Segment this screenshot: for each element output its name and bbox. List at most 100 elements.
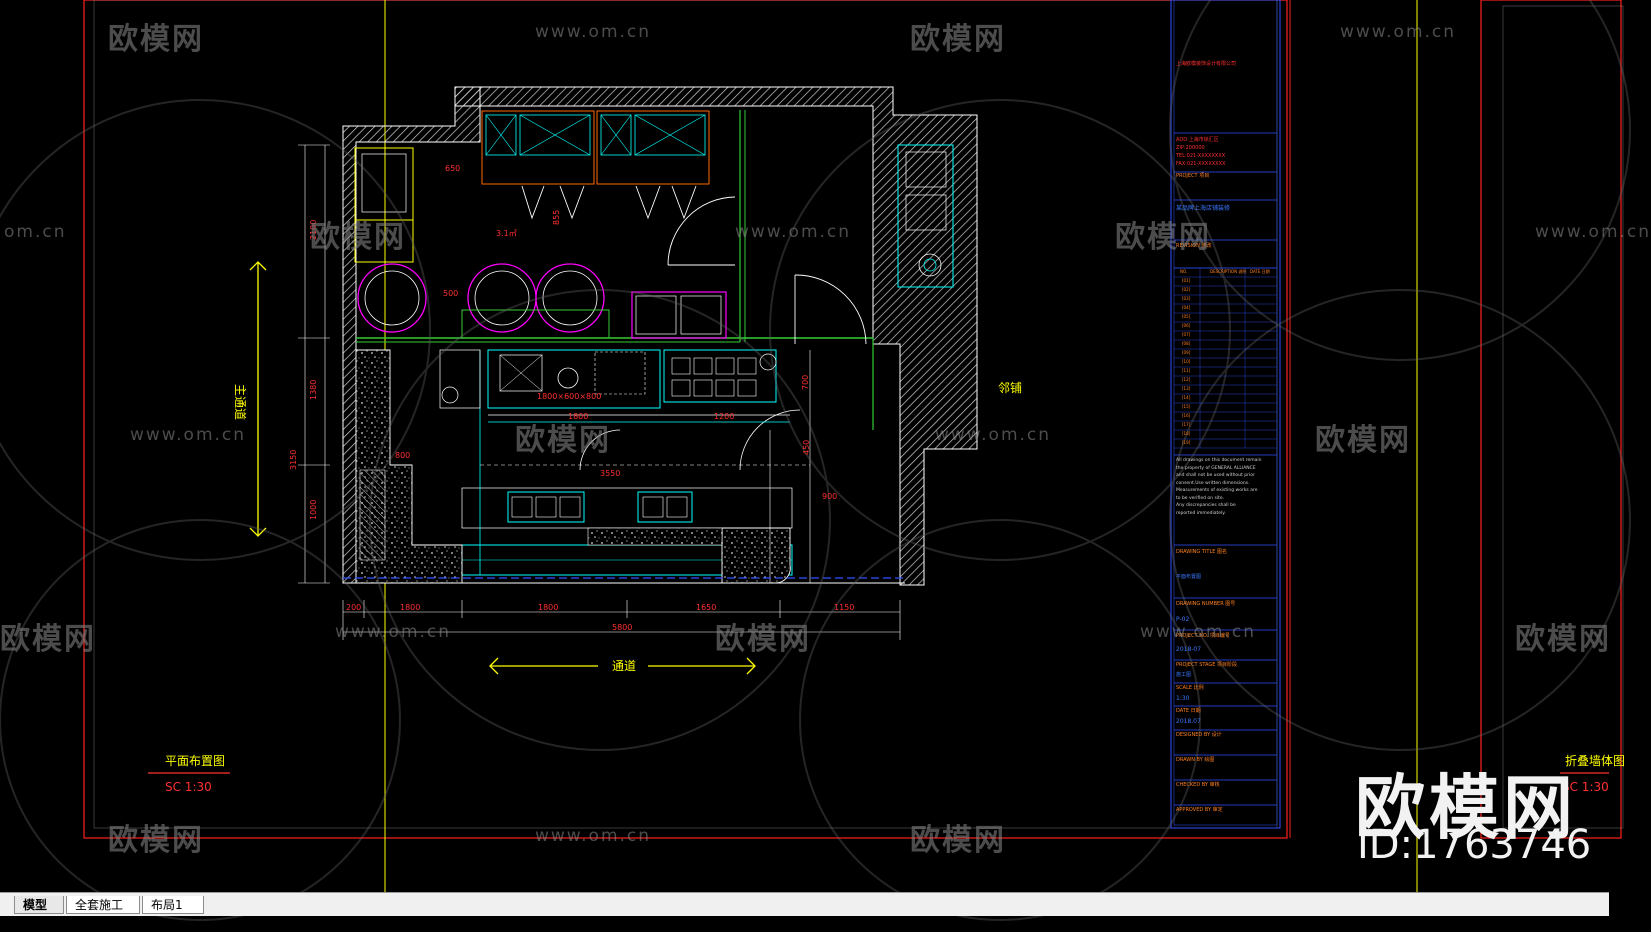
revision-row: [05] (1182, 314, 1191, 319)
layout-tab-bar: 模型 全套施工图 布局1 (0, 892, 1609, 930)
watermark-logo: 欧模网 (715, 622, 811, 657)
project-no: 2018-07 (1176, 646, 1202, 653)
dimension-label: 1150 (834, 603, 855, 612)
dimension-lines (298, 144, 901, 640)
revision-row: [12] (1182, 377, 1191, 382)
direction-arrows (249, 261, 756, 675)
tab-model[interactable]: 模型 (14, 896, 64, 914)
date-label: DATE 日期 (1176, 708, 1201, 714)
disclaimer-note: to be verified on site. (1176, 495, 1225, 501)
company-address: ADD:上海市徐汇区 (1176, 137, 1219, 143)
project-label: PROJECT 项目 (1176, 173, 1210, 179)
disclaimer-note: All drawings on this document remain (1176, 458, 1262, 463)
watermark-logo: 欧模网 (910, 22, 1006, 57)
dimension-label: 1200 (714, 412, 735, 421)
dimension-label: 900 (822, 492, 838, 501)
revision-row: [10] (1182, 359, 1191, 364)
dimension-label: 650 (445, 164, 461, 173)
watermark-url: www.om.cn (1140, 622, 1257, 642)
dimension-label: 1800 (568, 412, 589, 421)
watermark-big-logo: 欧模网 (1355, 767, 1577, 849)
dimension-label: 700 (801, 374, 810, 390)
area-label: 3.1㎡ (496, 229, 517, 238)
tab-full-construction-drawings[interactable]: 全套施工图 (66, 896, 140, 930)
drawn-by-label: DRAWN BY 绘图 (1176, 757, 1215, 763)
dimension-label: 3550 (600, 469, 621, 478)
partitions (356, 110, 874, 430)
revision-row: [06] (1182, 323, 1191, 328)
title-block-frame (1170, 0, 1281, 829)
revision-column: DATE 日期 (1250, 269, 1270, 274)
stage-label: PROJECT STAGE 项目阶段 (1176, 662, 1237, 668)
revision-row: [13] (1182, 386, 1191, 391)
sheet-frames (83, 0, 1624, 892)
scale-label: SCALE 比例 (1176, 685, 1204, 691)
watermark-logo: 欧模网 (1115, 220, 1211, 255)
drawing-number: P-02 (1176, 616, 1190, 623)
dimension-label: 500 (443, 289, 459, 298)
revision-row: [03] (1182, 296, 1191, 301)
watermark-logo: 欧模网 (515, 423, 611, 458)
round-equipment (357, 263, 727, 339)
dimension-total: 3150 (289, 449, 298, 470)
watermark-url: www.om.cn (335, 622, 452, 642)
dimension-label: 855 (552, 209, 561, 225)
revision-row: [18] (1182, 431, 1191, 436)
watermark-url: om.cn (4, 222, 67, 242)
watermark-logo: 欧模网 (910, 823, 1006, 858)
dimension-label: 1800 (400, 603, 421, 612)
dimension-label: 1800 (538, 603, 559, 612)
dimension-label: 800 (395, 451, 411, 460)
doors (579, 196, 867, 471)
watermark-logo: 欧模网 (0, 622, 96, 657)
date-value: 2018.07 (1176, 718, 1201, 725)
revision-row: [11] (1182, 368, 1191, 373)
cad-drawing-canvas[interactable] (0, 0, 1631, 921)
disclaimer-note: and shall not be used without prior (1176, 473, 1255, 478)
watermark-url: www.om.cn (535, 22, 652, 42)
revision-row: [15] (1182, 404, 1191, 409)
checked-by-label: CHECKED BY 审核 (1176, 782, 1220, 788)
revision-column: NO. (1180, 269, 1188, 274)
disclaimer-note: Any discrepancies shall be (1176, 503, 1236, 508)
dimension-label: 200 (346, 603, 362, 612)
dimension-total: 5800 (612, 623, 633, 632)
revision-row: [19] (1182, 440, 1191, 445)
revision-row: [04] (1182, 305, 1191, 310)
revision-row: [02] (1182, 287, 1191, 292)
sink-cabinet (897, 144, 954, 288)
project-no-label: PROJECT NO. 项目编号 (1176, 633, 1230, 639)
revision-row: [17] (1182, 422, 1191, 427)
drawing-title-label: DRAWING TITLE 图名 (1176, 549, 1228, 555)
revision-row: [09] (1182, 350, 1191, 355)
revision-column: DESCRIPTION 说明 (1210, 269, 1247, 274)
counter-size-label: 1800×600×800 (537, 392, 602, 401)
watermark-id: ID:1763746 (1357, 822, 1592, 868)
company-name: 上海欧模装饰设计有限公司 (1176, 61, 1237, 67)
revision-table-grid (1174, 267, 1277, 449)
dimension-label: 450 (802, 439, 811, 455)
plan-title: 平面布置图 (165, 754, 226, 768)
side-view-title: 折叠墙体图 (1565, 754, 1626, 768)
revision-row: [07] (1182, 332, 1191, 337)
revision-row: [08] (1182, 341, 1191, 346)
drawing-title: 平面布置图 (1176, 574, 1202, 580)
watermark-url: www.om.cn (1340, 22, 1457, 42)
designed-by-label: DESIGNED BY 设计 (1176, 732, 1222, 738)
dimension-label: 1650 (696, 603, 717, 612)
counter-details (343, 349, 905, 583)
watermark-circles (0, 0, 1631, 921)
granite-counter (355, 349, 791, 584)
tab-layout1[interactable]: 布局1 (142, 896, 204, 914)
company-address: FAX:021-XXXXXXXX (1176, 161, 1226, 167)
company-address: ZIP:200000 (1176, 145, 1205, 151)
building-walls (342, 86, 978, 586)
watermark-logo: 欧模网 (108, 823, 204, 858)
stage-value: 施工图 (1176, 672, 1192, 678)
company-address: TEL:021-XXXXXXXX (1176, 153, 1226, 159)
disclaimer-note: consent.Use written dimensions. (1176, 480, 1250, 486)
side-corridor-label: 主通道 (233, 384, 247, 421)
dimension-label: 1000 (309, 499, 318, 520)
watermark-logo: 欧模网 (310, 220, 406, 255)
